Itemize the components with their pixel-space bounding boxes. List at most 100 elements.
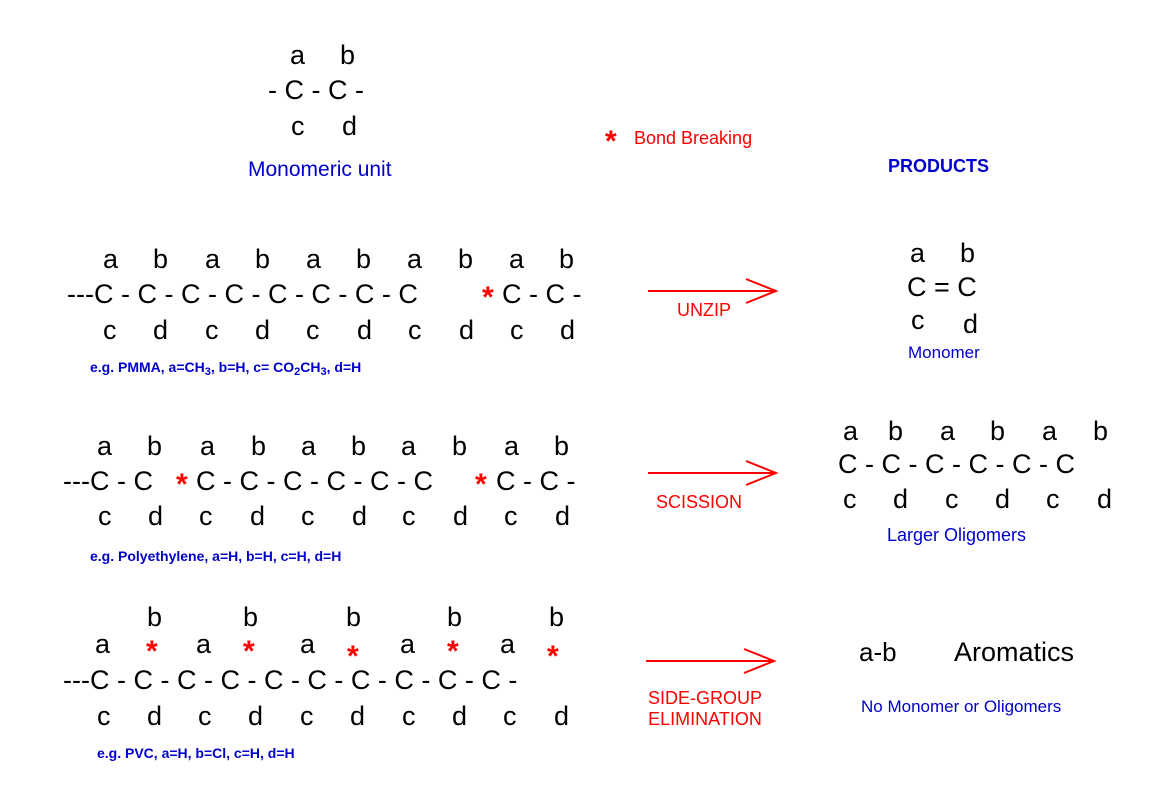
row-scission-chain-tail: C - C -	[496, 466, 576, 496]
row-side-group-arrow-label-line-1: SIDE-GROUP	[648, 688, 763, 708]
row-side-group-top-b-label-3: b	[346, 602, 362, 632]
row-scission-bottom-label-3: c	[199, 501, 213, 531]
row-unzip-bottom-label-3: c	[205, 315, 219, 345]
row-unzip-bottom-label-5: c	[306, 315, 320, 345]
row-scission-bond-break-star-icon-2: *	[475, 468, 487, 501]
row-scission-arrow-icon	[648, 460, 779, 486]
product-oligomer-bottom-label-2: d	[893, 484, 909, 514]
product-oligomer-bottom-label-1: c	[843, 484, 857, 514]
row-unzip-top-label-9: a	[509, 244, 525, 274]
row-side-group-example: e.g. PVC, a=H, b=Cl, c=H, d=H	[97, 745, 295, 761]
product-ab: a-b	[859, 637, 897, 667]
row-unzip-bottom-label-4: d	[255, 315, 271, 345]
row-unzip-top-label-4: b	[255, 244, 271, 274]
row-side-group-top-a-label-5: a	[500, 629, 516, 659]
example-text: e.g. PMMA, a=CH	[90, 359, 205, 375]
product-oligomer-top-label-4: b	[990, 416, 1006, 446]
row-scission-bond-break-star-icon-1: *	[176, 468, 188, 501]
row-unzip-bottom-label-8: d	[459, 315, 475, 345]
product-monomer-top-a: a	[910, 238, 926, 268]
example-text: CH	[300, 359, 321, 375]
row-unzip-arrow-label: UNZIP	[677, 300, 731, 320]
row-unzip-top-label-1: a	[103, 244, 119, 274]
row-scission-top-label-1: a	[97, 431, 113, 461]
legend-text: Bond Breaking	[634, 128, 753, 148]
row-side-group-bond-break-star-icon-2: *	[243, 635, 255, 668]
row-side-group-top-a-label-4: a	[400, 629, 416, 659]
row-scission-top-label-8: b	[452, 431, 468, 461]
row-unzip-top-label-7: a	[407, 244, 423, 274]
product-monomer-bottom-c: c	[911, 305, 925, 335]
product-oligomer-top-label-3: a	[940, 416, 956, 446]
row-side-group-bottom-label-8: d	[452, 701, 468, 731]
example-subscript: 3	[204, 366, 211, 378]
row-scission-top-label-4: b	[251, 431, 267, 461]
product-monomer-chain: C = C	[907, 272, 977, 302]
row-scission-top-label-6: b	[351, 431, 367, 461]
row-scission-bottom-label-8: d	[453, 501, 469, 531]
row-unzip-top-label-10: b	[559, 244, 575, 274]
product-monomer-top-b: b	[960, 238, 976, 268]
row-unzip-bottom-label-7: c	[408, 315, 422, 345]
row-scission-top-label-5: a	[301, 431, 317, 461]
row-side-group-top-b-label-4: b	[447, 602, 463, 632]
products-header: PRODUCTS	[888, 156, 990, 176]
monomer-chain: - C - C -	[268, 75, 364, 105]
row-side-group-top-a-label-3: a	[300, 629, 316, 659]
row-scission-bottom-label-6: d	[352, 501, 368, 531]
row-side-group-bottom-label-5: c	[300, 701, 314, 731]
row-scission-bottom-label-2: d	[148, 501, 164, 531]
row-side-group-top-b-label-1: b	[147, 602, 163, 632]
product-oligomer-top-label-1: a	[843, 416, 859, 446]
row-unzip-top-label-8: b	[458, 244, 474, 274]
row-scission-top-label-7: a	[401, 431, 417, 461]
row-unzip-bottom-label-2: d	[153, 315, 169, 345]
product-oligomer-top-label-2: b	[888, 416, 904, 446]
row-side-group-bond-break-star-icon-4: *	[447, 635, 459, 668]
example-text: , b=H, c= CO	[210, 359, 295, 375]
row-unzip-top-label-2: b	[153, 244, 169, 274]
monomer-caption: Monomeric unit	[248, 158, 392, 181]
row-unzip-bottom-label-6: d	[357, 315, 373, 345]
row-scission-bottom-label-7: c	[402, 501, 416, 531]
row-side-group-bottom-label-1: c	[97, 701, 111, 731]
row-unzip-top-label-6: b	[356, 244, 372, 274]
row-scission-top-label-2: b	[147, 431, 163, 461]
monomer-bottom-d: d	[342, 111, 358, 141]
row-unzip-bond-break-star-icon: *	[482, 281, 494, 314]
row-scission-bottom-label-10: d	[555, 501, 571, 531]
row-scission-top-label-10: b	[554, 431, 570, 461]
product-oligomer-caption: Larger Oligomers	[887, 525, 1027, 545]
product-oligomer-bottom-label-6: d	[1097, 484, 1113, 514]
product-monomer-bottom-d: d	[963, 309, 979, 339]
example-text: , d=H	[326, 359, 362, 375]
row-scission-bottom-label-4: d	[250, 501, 266, 531]
row-unzip-chain: ---C - C - C - C - C - C - C - C	[67, 279, 418, 309]
row-side-group-bottom-label-4: d	[248, 701, 264, 731]
row-side-group-top-a-label-1: a	[95, 629, 111, 659]
row-scission-chain: C - C - C - C - C - C	[196, 466, 433, 496]
row-scission-arrow-label: SCISSION	[656, 492, 743, 512]
product-monomer-caption: Monomer	[908, 343, 980, 362]
row-unzip-bottom-label-9: c	[510, 315, 524, 345]
example-subscript: 2	[294, 366, 301, 378]
row-unzip-arrow-icon	[648, 278, 779, 304]
row-side-group-chain: ---C - C - C - C - C - C - C - C - C - C…	[63, 665, 518, 695]
row-unzip-example: e.g. PMMA, a=CH3, b=H, c= CO2CH3, d=H	[90, 360, 361, 378]
row-side-group-bottom-label-9: c	[503, 701, 517, 731]
row-side-group-bond-break-star-icon-3: *	[347, 640, 359, 673]
monomer-top-b: b	[340, 40, 356, 70]
row-scission-top-label-9: a	[504, 431, 520, 461]
row-unzip-bottom-label-1: c	[103, 315, 117, 345]
row-scission-bottom-label-1: c	[98, 501, 112, 531]
product-oligomer-bottom-label-3: c	[945, 484, 959, 514]
bond-breaking-star-icon: *	[605, 125, 617, 158]
product-oligomer-top-label-5: a	[1042, 416, 1058, 446]
row-unzip-top-label-3: a	[205, 244, 221, 274]
row-unzip-chain-tail: C - C -	[502, 279, 582, 309]
row-side-group-arrow-label: SIDE-GROUP ELIMINATION	[648, 688, 762, 729]
row-side-group-bottom-label-7: c	[402, 701, 416, 731]
row-side-group-bottom-label-3: c	[198, 701, 212, 731]
product-oligomer-top-label-6: b	[1093, 416, 1109, 446]
product-oligomer-bottom-label-4: d	[995, 484, 1011, 514]
